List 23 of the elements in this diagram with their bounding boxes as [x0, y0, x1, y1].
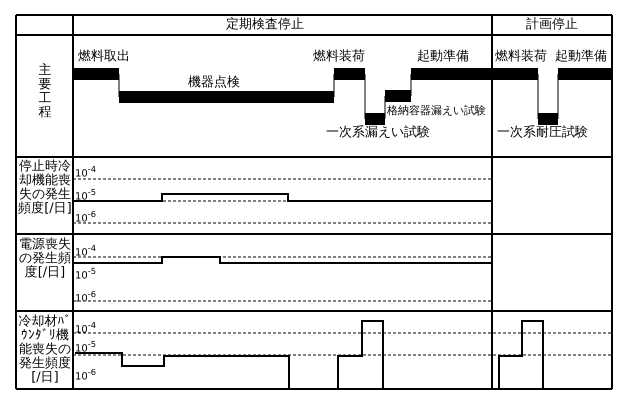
process-label: 機器点検	[188, 76, 240, 90]
process-label: 格納容器漏えい試験	[387, 104, 486, 118]
row-header: 冷却材ﾊﾞｳﾝﾀﾞﾘ機能喪失の発生頻度[/日]	[18, 315, 72, 385]
process-label: 燃料装荷	[313, 50, 365, 64]
tick-label: 10$^{-4}$	[75, 243, 96, 258]
tick-label: 10$^{-5}$	[75, 187, 96, 202]
column-header: 定期検査停止	[226, 18, 304, 32]
tick-label: 10$^{-5}$	[75, 266, 96, 282]
tick-label: 10$^{-4}$	[75, 164, 96, 180]
process-label: 燃料装荷	[495, 50, 547, 64]
process-label: 一次系耐圧試験	[497, 126, 588, 140]
tick-label: 10$^{-4}$	[75, 320, 96, 336]
tick-label: 10$^{-6}$	[75, 367, 96, 382]
process-label: 燃料取出	[78, 50, 130, 64]
tick-label: 10$^{-5}$	[75, 339, 96, 354]
tick-label: 10$^{-6}$	[75, 209, 96, 224]
row-header: 停止時冷却機能喪失の発生頻度[/日]	[17, 160, 73, 216]
process-label: 起動準備	[555, 50, 607, 64]
row-header: 電源喪失の発生頻度[/日]	[18, 238, 72, 280]
process-label: 一次系漏えい試験	[326, 126, 430, 140]
row-header: 主要工程	[38, 64, 52, 120]
process-label: 起動準備	[417, 50, 469, 64]
column-header: 計画停止	[526, 18, 578, 32]
